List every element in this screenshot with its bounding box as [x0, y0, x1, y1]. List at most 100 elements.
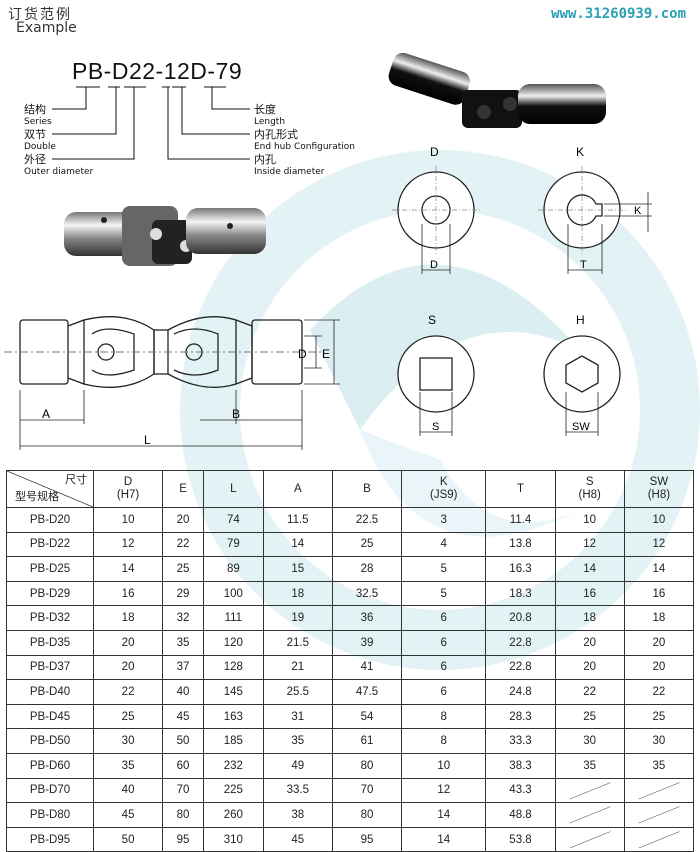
spec-table: 尺寸 型号规格 D(H7) E L A B K(JS9) T S(H8) SW(… — [6, 470, 695, 852]
table-cell: 50 — [162, 728, 204, 754]
model-cell: PB-D95 — [6, 826, 94, 852]
table-header-row: 尺寸 型号规格 D(H7) E L A B K(JS9) T S(H8) SW(… — [6, 470, 695, 508]
table-cell: 89 — [202, 556, 264, 582]
not-applicable-cell — [554, 802, 625, 828]
table-cell: 33.5 — [262, 777, 333, 804]
table-cell: 28 — [331, 556, 403, 582]
table-cell: 60 — [162, 752, 204, 779]
table-cell: 100 — [202, 580, 264, 607]
table-cell: 11.5 — [262, 507, 333, 533]
svg-text:S: S — [428, 313, 436, 327]
website-link[interactable]: www.31260939.com — [551, 6, 686, 22]
table-cell: 35 — [623, 752, 695, 779]
dim-b-label: B — [232, 407, 240, 421]
table-cell: 16 — [554, 580, 625, 607]
table-cell: 6 — [401, 679, 487, 705]
table-cell: 6 — [401, 605, 487, 631]
header-title-en: Example — [16, 20, 77, 36]
table-cell: 20 — [92, 654, 164, 681]
model-cell: PB-D60 — [6, 752, 94, 779]
column-header: T — [485, 470, 556, 508]
table-cell: 21.5 — [262, 629, 333, 656]
table-cell: 35 — [554, 752, 625, 779]
table-cell: 40 — [162, 679, 204, 705]
table-cell: 54 — [331, 703, 403, 730]
table-cell: 163 — [202, 703, 264, 730]
table-cell: 4 — [401, 531, 487, 558]
table-cell: 3 — [401, 507, 487, 533]
table-cell: 14 — [554, 556, 625, 582]
model-cell: PB-D22 — [6, 531, 94, 558]
not-applicable-cell — [554, 826, 625, 852]
table-cell: 29 — [162, 580, 204, 607]
table-cell: 38 — [262, 802, 333, 828]
table-cell: 6 — [401, 629, 487, 656]
model-cell: PB-D29 — [6, 580, 94, 607]
table-cell: 45 — [92, 802, 164, 828]
table-cell: 20 — [623, 629, 695, 656]
table-cell: 40 — [92, 777, 164, 804]
table-cell: 32 — [162, 605, 204, 631]
table-cell: 185 — [202, 728, 264, 754]
table-cell: 30 — [92, 728, 164, 754]
table-cell: 22.8 — [485, 654, 556, 681]
dim-e-label: E — [322, 347, 330, 361]
table-cell: 15 — [262, 556, 333, 582]
table-cell: 39 — [331, 629, 403, 656]
model-cell: PB-D70 — [6, 777, 94, 804]
model-cell: PB-D37 — [6, 654, 94, 681]
svg-text:K: K — [576, 145, 584, 159]
table-cell: 111 — [202, 605, 264, 631]
table-cell: 13.8 — [485, 531, 556, 558]
table-cell: 25 — [92, 703, 164, 730]
silver-joint-photo — [64, 206, 266, 266]
header-title-cn: 订货范例 — [8, 7, 72, 23]
table-cell: 20.8 — [485, 605, 556, 631]
table-cell: 53.8 — [485, 826, 556, 852]
table-cell: 49 — [262, 752, 333, 779]
not-applicable-cell — [554, 777, 625, 804]
table-cell: 31 — [262, 703, 333, 730]
table-cell: 36 — [331, 605, 403, 631]
table-cell: 14 — [623, 556, 695, 582]
table-cell: 5 — [401, 556, 487, 582]
table-cell: 47.5 — [331, 679, 403, 705]
table-cell: 10 — [92, 507, 164, 533]
table-cell: 20 — [554, 654, 625, 681]
table-corner-header: 尺寸 型号规格 — [6, 470, 94, 508]
table-cell: 12 — [92, 531, 164, 558]
table-cell: 22 — [162, 531, 204, 558]
table-cell: 95 — [162, 826, 204, 852]
table-cell: 80 — [331, 752, 403, 779]
table-cell: 43.3 — [485, 777, 556, 804]
table-cell: 25.5 — [262, 679, 333, 705]
table-cell: 20 — [554, 629, 625, 656]
table-cell: 6 — [401, 654, 487, 681]
table-cell: 18.3 — [485, 580, 556, 607]
table-cell: 21 — [262, 654, 333, 681]
model-cell: PB-D80 — [6, 802, 94, 828]
table-cell: 20 — [162, 507, 204, 533]
column-header: K(JS9) — [401, 470, 487, 508]
dim-l-label: L — [144, 433, 151, 447]
table-cell: 16 — [92, 580, 164, 607]
column-header: A — [262, 470, 333, 508]
model-cell: PB-D50 — [6, 728, 94, 754]
model-cell: PB-D25 — [6, 556, 94, 582]
model-cell: PB-D32 — [6, 605, 94, 631]
column-header: SW(H8) — [623, 470, 695, 508]
svg-text:K: K — [634, 205, 642, 217]
table-cell: 260 — [202, 802, 264, 828]
table-cell: 14 — [401, 826, 487, 852]
table-cell: 30 — [554, 728, 625, 754]
table-cell: 310 — [202, 826, 264, 852]
column-header: B — [331, 470, 403, 508]
order-code: PB-D22-12D-79 — [72, 58, 243, 84]
